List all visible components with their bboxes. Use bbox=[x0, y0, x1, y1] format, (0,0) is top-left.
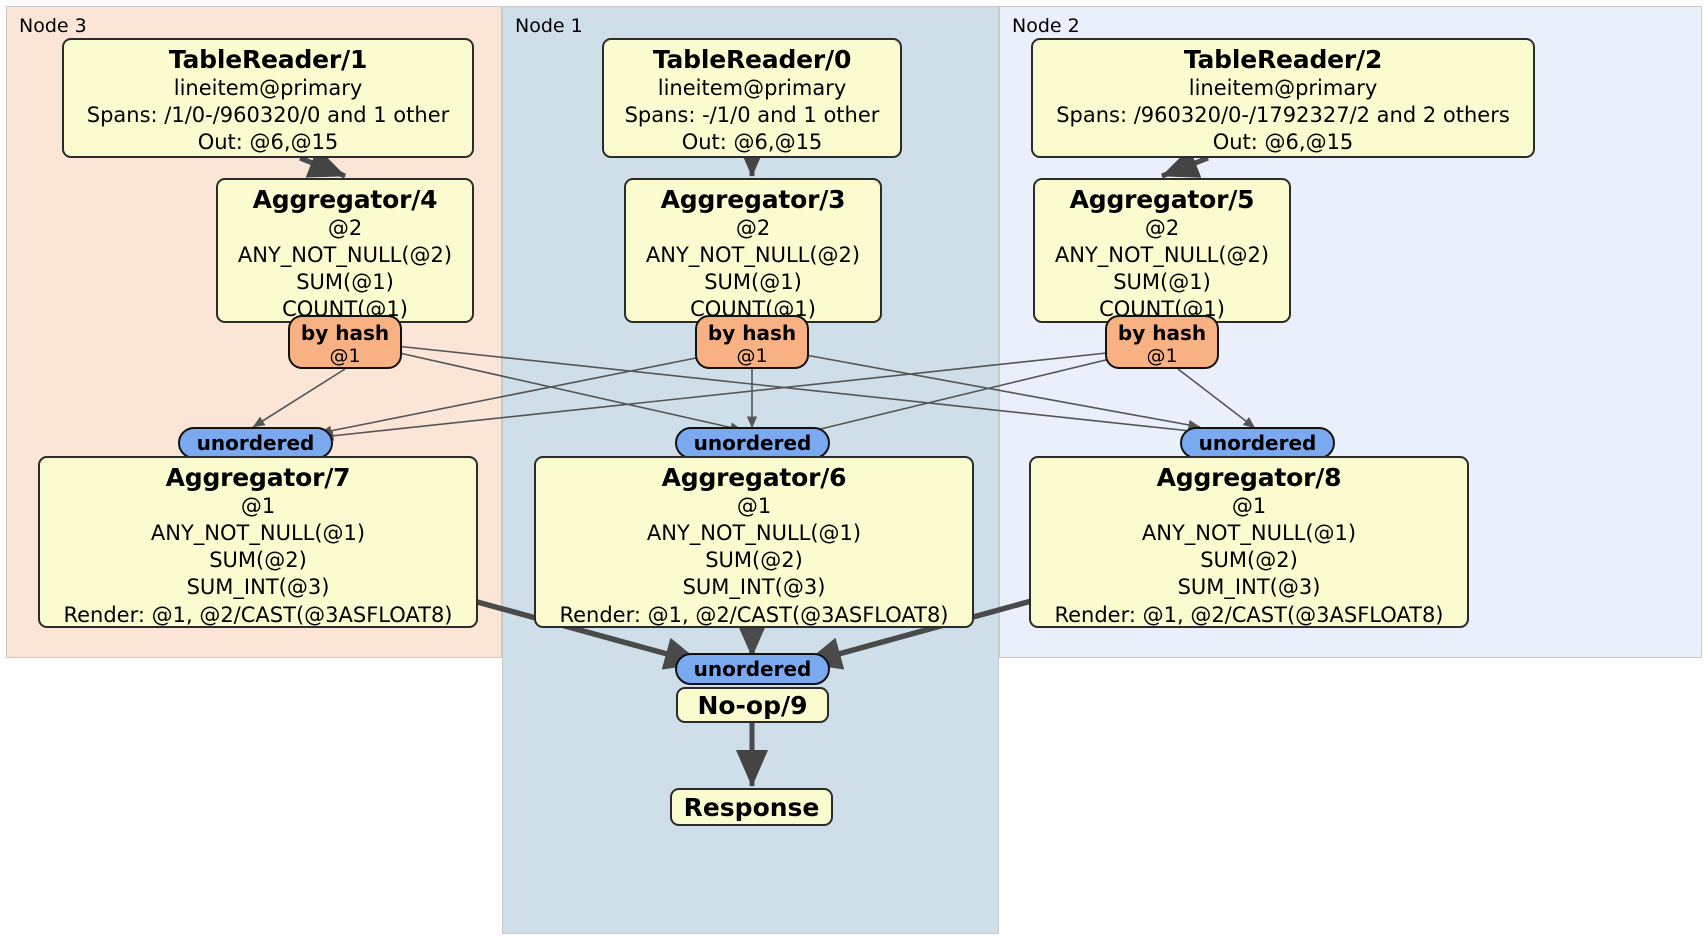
aggregator-5-box[interactable]: Aggregator/5 @2 ANY_NOT_NULL(@2) SUM(@1)… bbox=[1033, 178, 1291, 323]
aggregator-5-line-2: ANY_NOT_NULL(@2) bbox=[1054, 242, 1270, 267]
no-op-9-box[interactable]: No-op/9 bbox=[676, 687, 829, 723]
aggregator-6-line-3: SUM(@2) bbox=[705, 548, 803, 573]
table-reader-1-title: TableReader/1 bbox=[168, 45, 368, 74]
table-reader-1-line-2: Spans: /1/0-/960320/0 and 1 other bbox=[86, 102, 450, 127]
aggregator-8-title: Aggregator/8 bbox=[1156, 463, 1342, 492]
table-reader-1-line-3: Out: @6,@15 bbox=[197, 130, 339, 155]
aggregator-6-title: Aggregator/6 bbox=[661, 463, 847, 492]
aggregator-4-line-3: SUM(@1) bbox=[296, 270, 394, 295]
aggregator-3-box[interactable]: Aggregator/3 @2 ANY_NOT_NULL(@2) SUM(@1)… bbox=[624, 178, 882, 323]
unordered-pill-center-label: unordered bbox=[693, 431, 812, 455]
aggregator-7-line-3: SUM(@2) bbox=[209, 548, 307, 573]
aggregator-8-box[interactable]: Aggregator/8 @1 ANY_NOT_NULL(@1) SUM(@2)… bbox=[1029, 456, 1469, 628]
aggregator-6-line-1: @1 bbox=[736, 493, 772, 518]
aggregator-6-box[interactable]: Aggregator/6 @1 ANY_NOT_NULL(@1) SUM(@2)… bbox=[534, 456, 974, 628]
table-reader-1-line-1: lineitem@primary bbox=[173, 75, 363, 100]
unordered-pill-final[interactable]: unordered bbox=[675, 653, 830, 685]
table-reader-1-box[interactable]: TableReader/1 lineitem@primary Spans: /1… bbox=[62, 38, 474, 158]
table-reader-0-box[interactable]: TableReader/0 lineitem@primary Spans: -/… bbox=[602, 38, 902, 158]
aggregator-8-line-4: SUM_INT(@3) bbox=[1177, 575, 1321, 600]
table-reader-2-title: TableReader/2 bbox=[1183, 45, 1383, 74]
by-hash-pill-center-sub: @1 bbox=[736, 345, 768, 367]
by-hash-pill-left[interactable]: by hash @1 bbox=[288, 315, 402, 369]
by-hash-pill-right[interactable]: by hash @1 bbox=[1105, 315, 1219, 369]
aggregator-8-line-5: Render: @1, @2/CAST(@3ASFLOAT8) bbox=[1054, 602, 1444, 627]
aggregator-4-line-2: ANY_NOT_NULL(@2) bbox=[237, 242, 453, 267]
aggregator-5-line-1: @2 bbox=[1144, 215, 1180, 240]
unordered-pill-right-label: unordered bbox=[1198, 431, 1317, 455]
aggregator-7-title: Aggregator/7 bbox=[165, 463, 351, 492]
response-label: Response bbox=[683, 792, 820, 822]
aggregator-5-line-3: SUM(@1) bbox=[1113, 270, 1211, 295]
by-hash-pill-right-sub: @1 bbox=[1146, 345, 1178, 367]
by-hash-pill-left-sub: @1 bbox=[329, 345, 361, 367]
aggregator-7-line-4: SUM_INT(@3) bbox=[186, 575, 330, 600]
aggregator-5-title: Aggregator/5 bbox=[1069, 185, 1255, 214]
aggregator-4-title: Aggregator/4 bbox=[252, 185, 438, 214]
aggregator-4-line-1: @2 bbox=[327, 215, 363, 240]
aggregator-3-line-1: @2 bbox=[735, 215, 771, 240]
unordered-pill-center[interactable]: unordered bbox=[675, 427, 830, 459]
aggregator-7-box[interactable]: Aggregator/7 @1 ANY_NOT_NULL(@1) SUM(@2)… bbox=[38, 456, 478, 628]
aggregator-7-line-5: Render: @1, @2/CAST(@3ASFLOAT8) bbox=[63, 602, 453, 627]
aggregator-8-line-3: SUM(@2) bbox=[1200, 548, 1298, 573]
table-reader-2-box[interactable]: TableReader/2 lineitem@primary Spans: /9… bbox=[1031, 38, 1535, 158]
table-reader-0-line-1: lineitem@primary bbox=[657, 75, 847, 100]
unordered-pill-final-label: unordered bbox=[693, 657, 812, 681]
by-hash-pill-center[interactable]: by hash @1 bbox=[695, 315, 809, 369]
table-reader-2-line-3: Out: @6,@15 bbox=[1212, 130, 1354, 155]
node-region-label-node3: Node 3 bbox=[19, 15, 87, 37]
aggregator-7-line-1: @1 bbox=[240, 493, 276, 518]
aggregator-8-line-2: ANY_NOT_NULL(@1) bbox=[1141, 520, 1357, 545]
table-reader-2-line-2: Spans: /960320/0-/1792327/2 and 2 others bbox=[1056, 102, 1510, 127]
unordered-pill-left[interactable]: unordered bbox=[178, 427, 333, 459]
node-region-label-node2: Node 2 bbox=[1012, 15, 1080, 37]
node-region-label-node1: Node 1 bbox=[515, 15, 583, 37]
table-reader-0-title: TableReader/0 bbox=[652, 45, 852, 74]
response-box[interactable]: Response bbox=[670, 788, 833, 826]
aggregator-3-title: Aggregator/3 bbox=[660, 185, 846, 214]
unordered-pill-right[interactable]: unordered bbox=[1180, 427, 1335, 459]
aggregator-7-line-2: ANY_NOT_NULL(@1) bbox=[150, 520, 366, 545]
table-reader-2-line-1: lineitem@primary bbox=[1188, 75, 1378, 100]
aggregator-6-line-5: Render: @1, @2/CAST(@3ASFLOAT8) bbox=[559, 602, 949, 627]
by-hash-pill-center-title: by hash bbox=[707, 321, 797, 345]
aggregator-3-line-2: ANY_NOT_NULL(@2) bbox=[645, 242, 861, 267]
table-reader-0-line-2: Spans: -/1/0 and 1 other bbox=[624, 102, 880, 127]
aggregator-6-line-2: ANY_NOT_NULL(@1) bbox=[646, 520, 862, 545]
table-reader-0-line-3: Out: @6,@15 bbox=[681, 130, 823, 155]
aggregator-4-box[interactable]: Aggregator/4 @2 ANY_NOT_NULL(@2) SUM(@1)… bbox=[216, 178, 474, 323]
aggregator-3-line-3: SUM(@1) bbox=[704, 270, 802, 295]
no-op-9-label: No-op/9 bbox=[697, 690, 808, 720]
unordered-pill-left-label: unordered bbox=[196, 431, 315, 455]
by-hash-pill-right-title: by hash bbox=[1117, 321, 1207, 345]
aggregator-6-line-4: SUM_INT(@3) bbox=[682, 575, 826, 600]
aggregator-8-line-1: @1 bbox=[1231, 493, 1267, 518]
by-hash-pill-left-title: by hash bbox=[300, 321, 390, 345]
